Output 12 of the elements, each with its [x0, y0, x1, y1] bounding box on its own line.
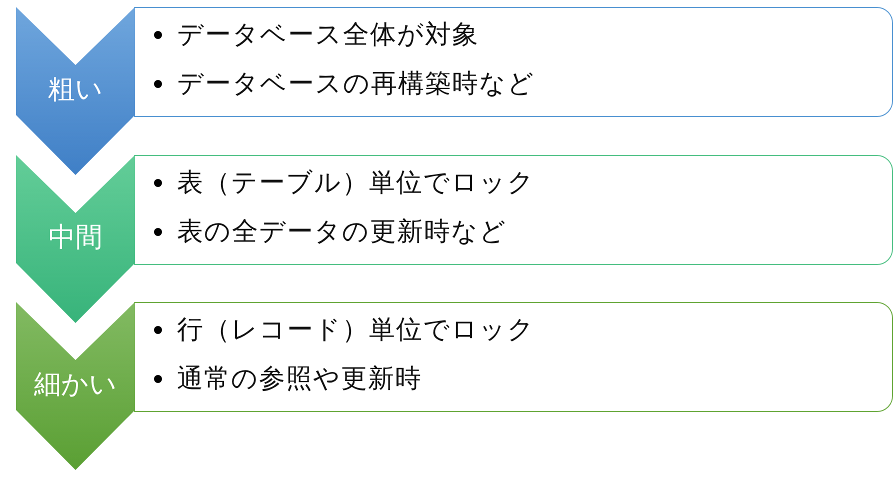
level-label: 細かい: [33, 368, 118, 402]
list-item: データベース全体が対象: [177, 19, 479, 52]
text-box: [134, 7, 893, 117]
list-item: 行（レコード）単位でロック: [177, 314, 535, 347]
list-item: 通常の参照や更新時: [177, 363, 422, 396]
list-item: 表の全データの更新時など: [177, 216, 507, 249]
level-label: 粗い: [47, 73, 104, 107]
level-label: 中間: [48, 221, 104, 255]
list-item: 表（テーブル）単位でロック: [177, 167, 535, 200]
list-item: データベースの再構築時など: [177, 68, 535, 101]
text-box: [134, 302, 893, 412]
text-box: [134, 155, 893, 265]
